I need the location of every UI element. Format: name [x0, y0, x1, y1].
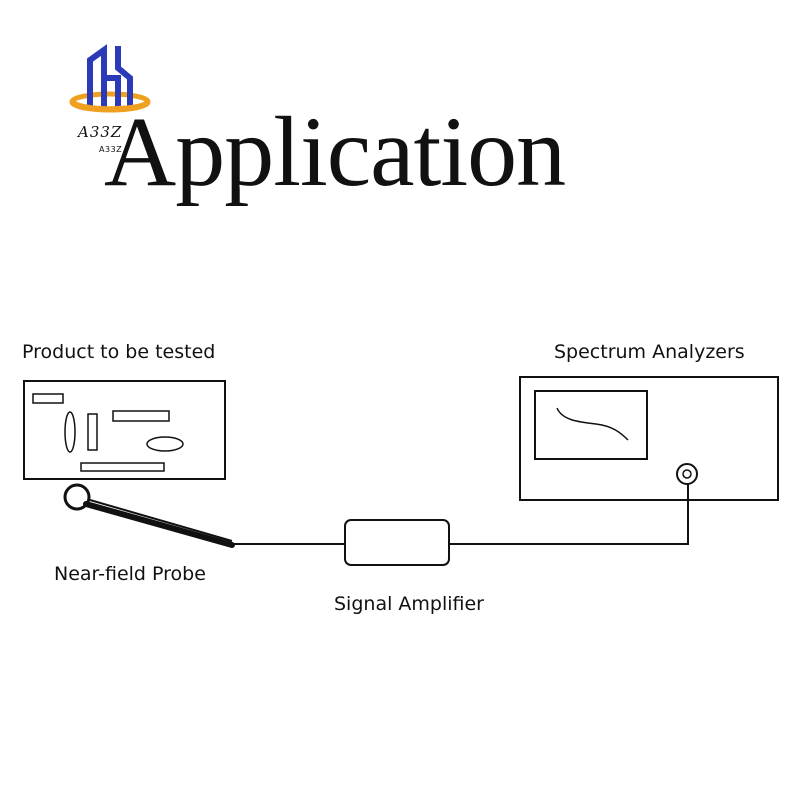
company-logo: A33Z A33Z [68, 38, 158, 168]
analyzer-screen [534, 390, 648, 460]
board-component [146, 436, 184, 452]
spectrum-analyzer [519, 376, 779, 501]
board-capacitor [64, 411, 76, 453]
board-chip [32, 393, 64, 404]
product-label: Product to be tested [22, 341, 216, 363]
building-logo-icon [69, 44, 151, 113]
logo-subtext: A33Z [99, 145, 123, 154]
signal-amplifier-label: Signal Amplifier [334, 593, 484, 615]
near-field-probe [63, 483, 235, 548]
logo-brand-text: A33Z [78, 123, 123, 141]
analyzer-trace [556, 407, 629, 441]
page-title: Application [104, 96, 566, 207]
probe-loop [63, 483, 91, 511]
signal-amplifier [344, 519, 450, 566]
analyzer-input-port [676, 463, 698, 485]
near-field-probe-label: Near-field Probe [54, 563, 206, 585]
board-resistor [87, 413, 98, 451]
board-connector [112, 410, 170, 422]
board-strip [80, 462, 165, 472]
product-board [23, 380, 226, 480]
cable-amplifier-analyzer [449, 483, 689, 545]
spectrum-analyzer-label: Spectrum Analyzers [554, 341, 745, 363]
